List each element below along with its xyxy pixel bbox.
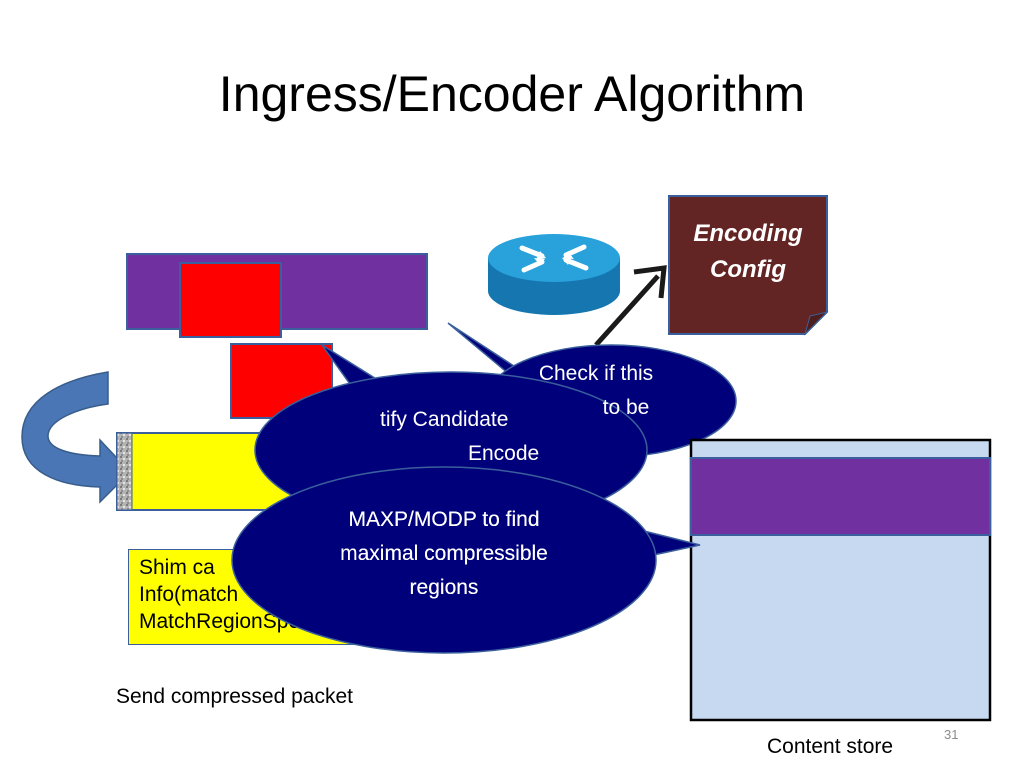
bubble-maxp-line2: maximal compressible — [340, 542, 548, 565]
bubble-check-line2: to be — [602, 396, 650, 419]
bubble-maxp-overlay-line3: regions — [409, 576, 479, 599]
encoding-config-line2: Config — [710, 256, 786, 283]
pointer-arrow-icon — [594, 265, 667, 347]
encoding-config-line1: Encoding — [693, 220, 803, 247]
encoding-config-label: Encoding Config — [669, 216, 827, 288]
bubble-maxp-line3: regions — [409, 576, 479, 599]
bubble-maxp-line1: MAXP/MODP to find — [348, 508, 540, 531]
send-compressed-label: Send compressed packet — [116, 685, 353, 708]
curved-arrow-icon — [21, 371, 132, 504]
router-icon — [488, 234, 620, 315]
bubble-identify-line1: tify Candidate — [380, 408, 509, 431]
bubble-check-line1: Check if this — [538, 362, 654, 385]
bubble-check-text: Check if this to be — [520, 357, 672, 425]
bubble-identify-line2: Encode — [468, 442, 540, 465]
bubble-maxp-overlay-line2: maximal compressible — [340, 542, 548, 565]
stored-packet-bar — [690, 457, 991, 536]
bubble-identify-text: tify Candidate Encode — [380, 403, 580, 471]
slide-title: Ingress/Encoder Algorithm — [218, 66, 806, 122]
content-store-label: Content store — [767, 735, 894, 758]
bubble-maxp-text: MAXP/MODP to find maximal compressible r… — [294, 503, 594, 605]
shim-header — [116, 432, 133, 511]
bubble-maxp-overlay-line1: MAXP/MODP to find — [348, 508, 540, 531]
encoding-config-note — [668, 195, 829, 336]
content-store — [689, 438, 992, 722]
bubble-maxp-text-overlay: MAXP/MODP to find maximal compressible r… — [294, 503, 594, 605]
packet-match-region — [179, 262, 282, 338]
page-number: 31 — [944, 727, 959, 742]
